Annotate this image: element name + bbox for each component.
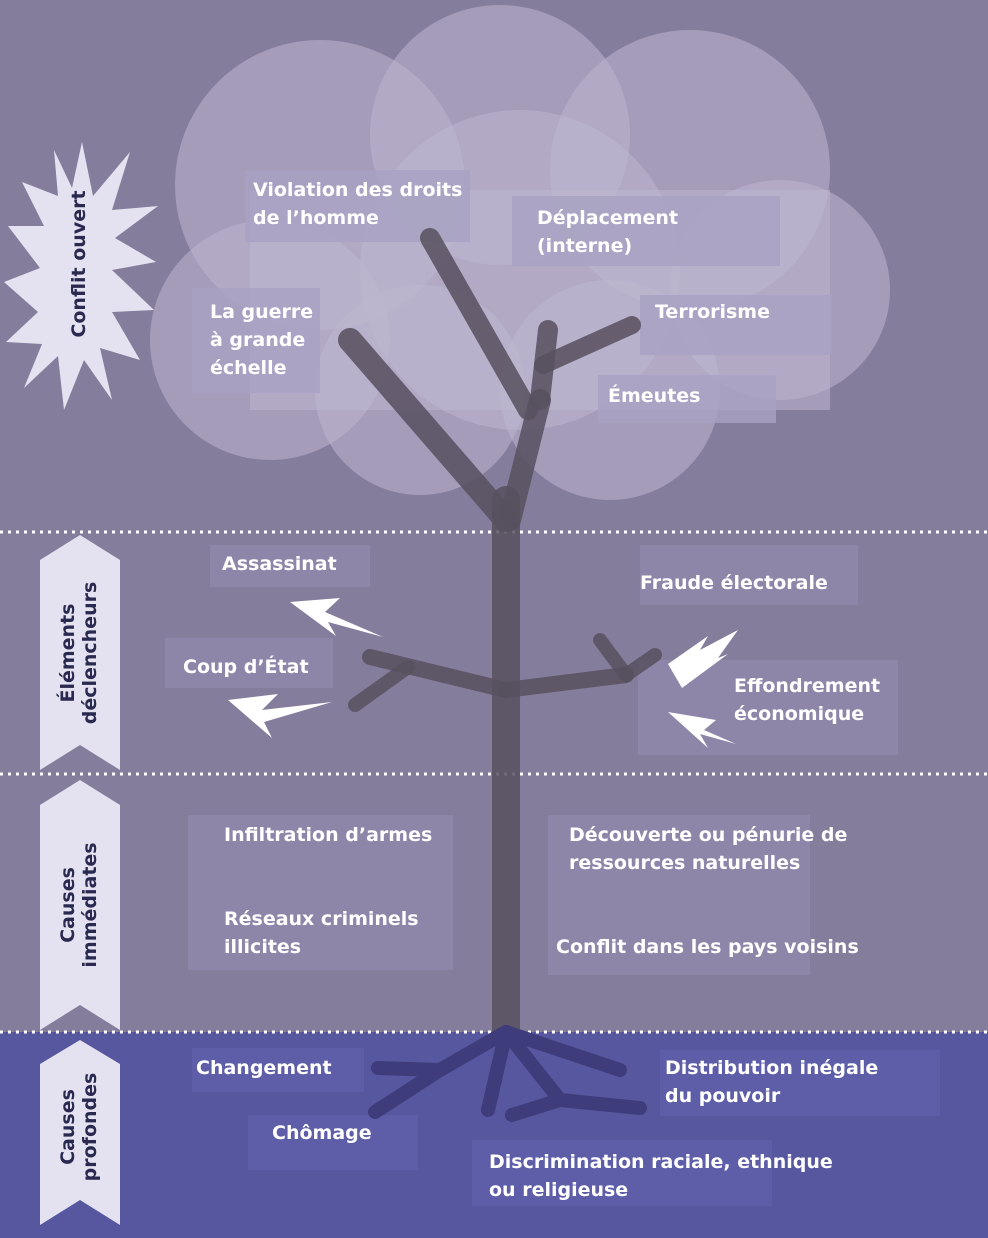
root-label-boxes [192, 1048, 940, 1206]
side-tab-triggers [40, 535, 120, 770]
lightning-icon [228, 694, 332, 738]
tree-trunk-branches [338, 228, 662, 1046]
section-title-triggers: Éléments déclencheurs [57, 581, 101, 725]
label-natural-resources: Découverte ou pénurie de ressources natu… [569, 824, 848, 874]
starburst-icon [4, 142, 158, 410]
lightning-icon [668, 630, 738, 688]
section-title-proximate: Causes immédiates [57, 842, 101, 968]
side-tab-open-conflict [4, 142, 158, 410]
label-neighbour-conflict: Conflit dans les pays voisins [556, 936, 859, 958]
label-terrorism: Terrorisme [655, 301, 770, 323]
lightning-icon [290, 598, 383, 637]
section-title-open-conflict: Conflit ouvert [68, 190, 90, 338]
tree-roots [368, 1025, 647, 1122]
lower-label-boxes [165, 545, 898, 975]
label-economic-collapse: Effondrement économique [734, 675, 881, 725]
lightning-bolts [228, 598, 738, 748]
label-assassination: Assassinat [222, 553, 337, 575]
label-change: Changement [196, 1057, 332, 1079]
side-tab-proximate [40, 780, 120, 1030]
label-unequal-power: Distribution inégale du pouvoir [665, 1057, 879, 1107]
label-human-rights-violation: Violation des droits de l’homme [253, 179, 463, 229]
crown-label-boxes [192, 170, 832, 423]
section-title-root: Causes profondes [57, 1072, 101, 1182]
label-arms-infiltration: Infiltration d’armes [224, 824, 433, 846]
label-riots: Émeutes [608, 385, 701, 407]
label-unemployment: Chômage [272, 1122, 372, 1144]
label-displacement: Déplacement (interne) [537, 207, 679, 257]
label-electoral-fraud: Fraude électorale [640, 572, 828, 594]
label-coup: Coup d’État [183, 656, 309, 678]
lightning-icon [668, 712, 736, 748]
label-large-scale-war: La guerre à grande échelle [210, 301, 314, 379]
label-discrimination: Discrimination raciale, ethnique ou reli… [489, 1151, 833, 1201]
label-criminal-networks: Réseaux criminels illicites [224, 908, 419, 958]
side-tab-root [40, 1040, 120, 1225]
